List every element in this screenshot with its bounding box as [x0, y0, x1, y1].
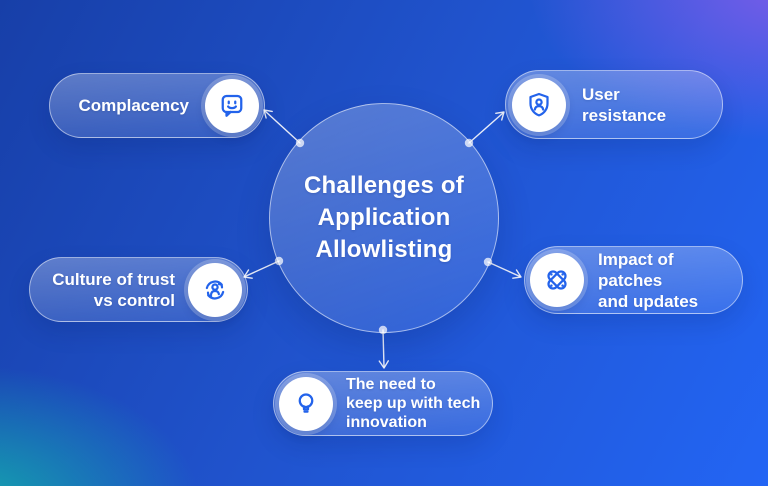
central-title: Challenges of Application Allowlisting — [304, 170, 464, 266]
smiley-chat-icon — [205, 78, 259, 133]
node-user-resistance: User resistance — [505, 70, 723, 139]
node-impact-of-patches: Impact of patches and updates — [524, 246, 743, 314]
node-label: Complacency — [78, 96, 189, 115]
central-title-line: Application — [317, 204, 451, 231]
node-label: User resistance — [582, 84, 667, 125]
connector-arrowhead-user-resistance — [495, 111, 505, 121]
user-sync-icon — [188, 262, 242, 317]
bandage-icon — [530, 253, 584, 307]
node-tech-innovation: The need to keep up with tech innovation — [273, 371, 493, 436]
lightbulb-icon — [279, 376, 333, 431]
node-label: Culture of trust vs control — [52, 269, 175, 310]
connector-line-culture — [244, 260, 280, 278]
node-label: Impact of patches and updates — [598, 249, 699, 311]
node-complacency: Complacency — [49, 73, 265, 138]
connector-arrowhead-complacency — [263, 109, 273, 119]
node-culture-of-trust: Culture of trust vs control — [29, 257, 248, 322]
connector-arrowhead-impact — [512, 269, 522, 279]
connector-line-innovation — [382, 329, 385, 368]
user-shield-icon — [512, 77, 566, 132]
central-title-line: Challenges of — [304, 172, 464, 199]
central-node: Challenges of Application Allowlisting — [269, 103, 499, 333]
node-label: The need to keep up with tech innovation — [346, 376, 481, 431]
connector-line-complacency — [264, 110, 301, 144]
central-title-line: Allowlisting — [315, 236, 453, 263]
connector-line-impact — [487, 261, 521, 278]
connector-arrowhead-innovation — [378, 360, 389, 369]
connector-line-user-resistance — [468, 112, 504, 144]
